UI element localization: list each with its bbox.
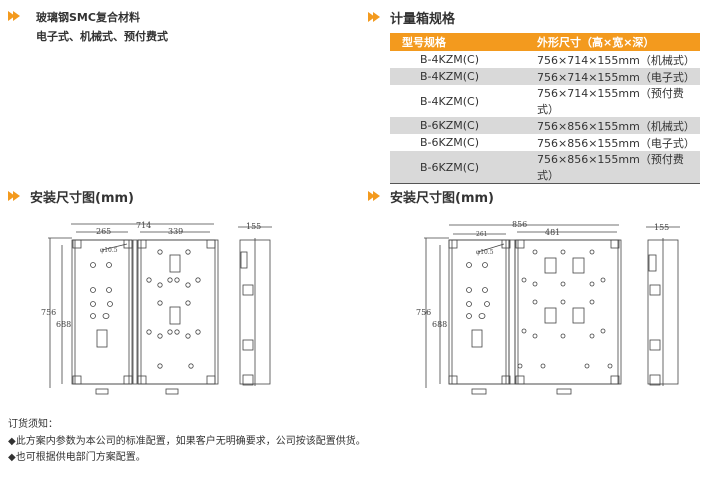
header-model: 型号规格 bbox=[390, 33, 537, 51]
dim-hole-6: φ10.5 bbox=[476, 249, 494, 256]
table-row: B-6KZM(C)756×856×155mm（机械式） bbox=[390, 117, 700, 134]
dim-inner-4: 688 bbox=[56, 320, 71, 329]
dim-depth-4: 155 bbox=[246, 222, 261, 231]
dim-height-4: 756 bbox=[41, 308, 56, 317]
dim-left-6: 261 bbox=[476, 231, 487, 238]
table-row: B-4KZM(C)756×714×155mm（机械式） bbox=[420, 53, 695, 67]
bullet-arrow-icon bbox=[8, 11, 24, 21]
material-text: 玻璃钢SMC复合材料 bbox=[36, 11, 140, 24]
notes-title: 订货须知： bbox=[8, 419, 58, 430]
drawing-6-side bbox=[646, 226, 680, 386]
types-text: 电子式、机械式、预付费式 bbox=[36, 30, 168, 43]
drawing-4-front bbox=[48, 223, 219, 395]
spec-title: 计量箱规格 bbox=[390, 12, 456, 27]
table-row: B-6KZM(C)756×856×155mm（预付费式） bbox=[390, 151, 700, 184]
section-arrow-icon bbox=[368, 12, 384, 22]
dim-left-4: 265 bbox=[96, 227, 111, 236]
dim-right-4: 339 bbox=[168, 227, 183, 236]
drawing-title-4: 安装尺寸图(mm) bbox=[30, 191, 134, 206]
dim-width-4: 714 bbox=[136, 221, 151, 230]
table-row: B-4KZM(C)756×714×155mm（电子式） bbox=[390, 68, 700, 85]
note-item: ◆也可根据供电部门方案配置。 bbox=[8, 452, 146, 463]
dim-inner-6: 688 bbox=[432, 320, 447, 329]
table-row: B-4KZM(C)756×714×155mm（预付费式） bbox=[420, 87, 684, 116]
drawing-title-6: 安装尺寸图(mm) bbox=[390, 191, 494, 206]
section-arrow-icon bbox=[368, 191, 384, 201]
spec-table: 型号规格外形尺寸（高×宽×深） B-4KZM(C)756×714×155mm（机… bbox=[390, 33, 700, 184]
dim-height-6: 756 bbox=[416, 308, 431, 317]
drawing-4-side bbox=[238, 226, 272, 386]
section-arrow-icon bbox=[8, 191, 24, 201]
dim-width-6: 856 bbox=[512, 220, 527, 229]
note-item: ◆此方案内参数为本公司的标准配置，如果客户无明确要求，公司按该配置供货。 bbox=[8, 436, 366, 447]
dim-right-6: 481 bbox=[545, 228, 560, 237]
dim-depth-6: 155 bbox=[654, 223, 669, 232]
drawing-6-front bbox=[424, 224, 622, 395]
table-row: B-6KZM(C)756×856×155mm（电子式） bbox=[420, 136, 695, 150]
header-size: 外形尺寸（高×宽×深） bbox=[537, 33, 700, 51]
dim-hole-4: φ10.5 bbox=[100, 247, 118, 254]
